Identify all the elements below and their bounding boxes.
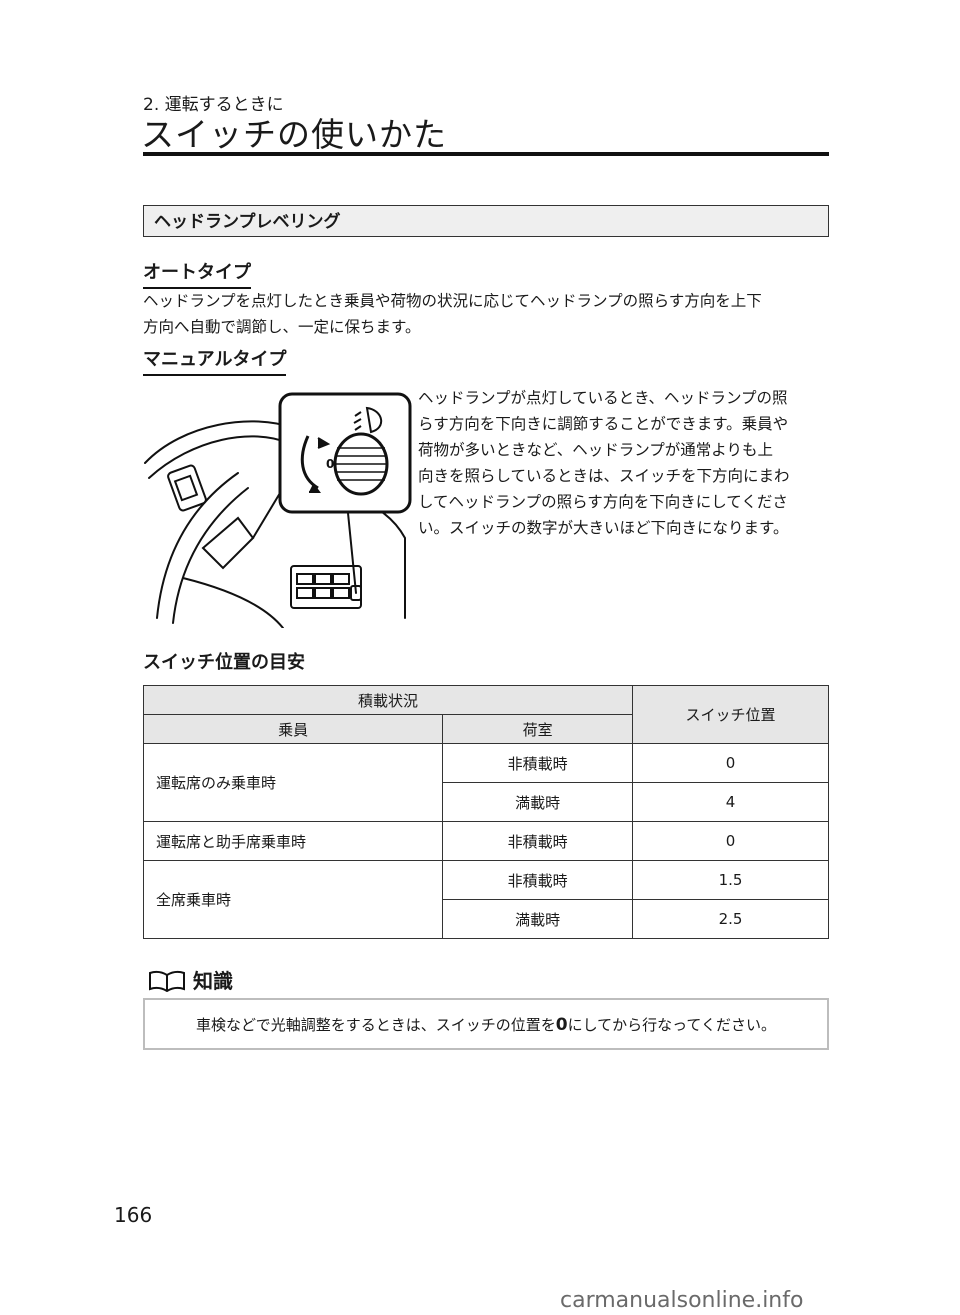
position-cell: 1.5	[632, 860, 829, 900]
cargo-cell: 非積載時	[442, 821, 634, 861]
table-header-row: 積載状況 スイッチ位置	[142, 685, 829, 744]
dial-zero-label: 0	[326, 457, 334, 471]
manual-line-3: 荷物が多いときなど、ヘッドランプが通常よりも上	[418, 441, 773, 459]
header-switch-position: スイッチ位置	[632, 685, 829, 744]
manual-line-4: 向きを照らしているときは、スイッチを下方向にまわ	[418, 467, 790, 485]
table-row: 全席乗車時 非積載時 1.5	[142, 860, 829, 939]
tip-box: 車検などで光軸調整をするときは、スイッチの位置を0にしてから行なってください。	[143, 998, 829, 1050]
manual-line-5: してヘッドランプの照らす方向を下向きにしてくださ	[418, 493, 788, 511]
manual-line-1: ヘッドランプが点灯しているとき、ヘッドランプの照	[418, 389, 788, 407]
cargo-cell: 非積載時	[442, 860, 634, 900]
occupants-cell: 運転席と助手席乗車時	[142, 821, 444, 861]
tip-text-after: にしてから行なってください。	[567, 1016, 776, 1034]
occupants-cell: 運転席のみ乗車時	[142, 743, 444, 822]
occupants-cell: 全席乗車時	[142, 860, 444, 939]
section-heading: ヘッドランプレベリング	[143, 205, 829, 237]
watermark: carmanualsonline.info	[560, 1288, 804, 1313]
position-cell: 0	[632, 743, 829, 783]
table-title: スイッチ位置の目安	[143, 652, 305, 673]
cargo-cell: 非積載時	[442, 743, 634, 783]
book-icon	[149, 970, 185, 993]
subhead-auto: オートタイプ	[143, 258, 251, 289]
header-occupants: 乗員	[142, 714, 444, 744]
table-subheader-row: 乗員 荷室	[142, 714, 829, 744]
tip-title: 知識	[192, 969, 233, 993]
page-number: 166	[114, 1203, 153, 1227]
subhead-manual: マニュアルタイプ	[143, 345, 287, 376]
section-label: 2. 運転するときに	[143, 95, 284, 115]
tip-zero-mark: 0	[555, 1015, 568, 1035]
cargo-cell: 満載時	[442, 899, 634, 939]
table-row: 運転席のみ乗車時 非積載時 0	[142, 743, 829, 822]
auto-description: ヘッドランプを点灯したとき乗員や荷物の状況に応じてヘッドランプの照らす方向を上下…	[143, 288, 833, 340]
tip-text-before: 車検などで光軸調整をするときは、スイッチの位置を	[196, 1016, 556, 1034]
leveling-switch-illustration: 0	[144, 392, 412, 628]
manual-line-2: らす方向を下向きに調節することができます。乗員や	[418, 415, 789, 433]
auto-line-1: ヘッドランプを点灯したとき乗員や荷物の状況に応じてヘッドランプの照らす方向を上下	[143, 292, 762, 310]
position-cell: 2.5	[632, 899, 829, 939]
manual-description: ヘッドランプが点灯しているとき、ヘッドランプの照 らす方向を下向きに調節すること…	[418, 385, 838, 541]
position-cell: 4	[632, 782, 829, 822]
switch-position-table: 積載状況 スイッチ位置 乗員 荷室 運転席のみ乗車時 非積載時 0 満載時 4 …	[142, 685, 829, 939]
tip-heading: 知識	[148, 965, 233, 994]
page-title: スイッチの使いかた	[141, 115, 447, 154]
header-cargo: 荷室	[442, 714, 634, 744]
position-cell: 0	[632, 821, 829, 861]
table-row: 満載時 4	[144, 782, 829, 822]
manual-line-6: い。スイッチの数字が大きいほど下向きになります。	[418, 519, 789, 537]
table-row: 運転席と助手席乗車時 非積載時 0	[142, 821, 829, 861]
auto-line-2: 方向へ自動で調節し、一定に保ちます。	[143, 318, 421, 336]
header-load-status: 積載状況	[142, 685, 634, 715]
title-rule	[143, 152, 829, 156]
cargo-cell: 満載時	[442, 782, 634, 822]
table-row: 満載時 2.5	[144, 899, 829, 939]
